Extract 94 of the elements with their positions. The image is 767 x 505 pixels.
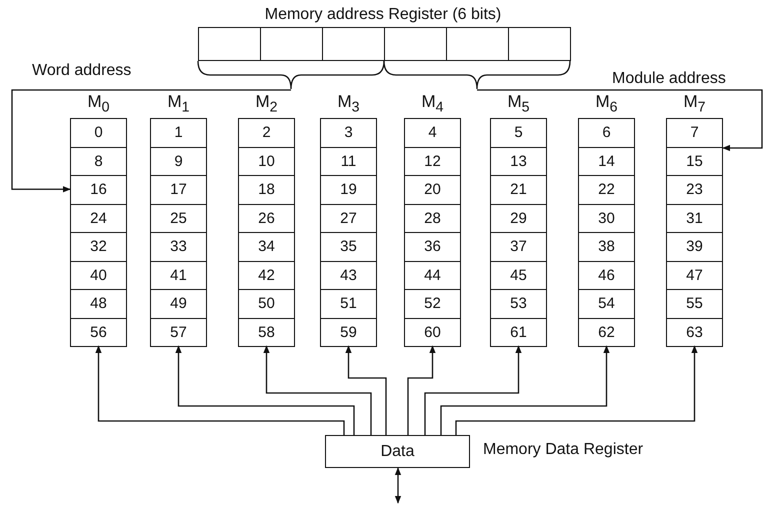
memory-word-cell: 42 [238,260,295,290]
memory-word-cell: 8 [70,146,127,176]
memory-word-cell: 10 [238,146,295,176]
memory-word-cell: 19 [320,175,377,205]
memory-word-cell: 37 [490,232,547,262]
memory-word-cell: 62 [578,318,635,348]
memory-word-cell: 44 [404,260,461,290]
arrow [345,345,387,435]
module-label: M$_{3}$ [336,92,361,118]
arrow [394,467,402,504]
arrow [477,89,763,152]
memory-word-cell: 28 [404,204,461,234]
register-bit-cell [260,27,323,61]
memory-word-cell: 41 [150,260,207,290]
memory-word-cell: 48 [70,289,127,319]
memory-word-cell: 47 [666,260,723,290]
memory-word-cell: 45 [490,260,547,290]
memory-word-cell: 61 [490,318,547,348]
data-register-box: Data [325,435,470,468]
arrow [407,345,436,435]
memory-word-cell: 34 [238,232,295,262]
memory-word-cell: 11 [320,146,377,176]
arrow [440,345,610,435]
memory-word-cell: 1 [150,118,207,148]
memory-word-cell: 53 [490,289,547,319]
memory-word-cell: 49 [150,289,207,319]
memory-word-cell: 54 [578,289,635,319]
memory-word-cell: 12 [404,146,461,176]
memory-word-cell: 5 [490,118,547,148]
memory-word-cell: 30 [578,204,635,234]
register-bit-cell [384,27,447,61]
memory-word-cell: 43 [320,260,377,290]
arrow [11,89,291,192]
memory-word-cell: 33 [150,232,207,262]
memory-word-cell: 25 [150,204,207,234]
arrow [455,345,698,435]
memory-word-cell: 52 [404,289,461,319]
arrow [263,345,372,435]
memory-word-cell: 58 [238,318,295,348]
memory-word-cell: 38 [578,232,635,262]
memory-word-cell: 14 [578,146,635,176]
arrow [95,345,345,435]
memory-word-cell: 63 [666,318,723,348]
arrow [175,345,355,435]
memory-word-cell: 7 [666,118,723,148]
memory-word-cell: 50 [238,289,295,319]
module-label: M$_{5}$ [506,92,531,118]
memory-word-cell: 39 [666,232,723,262]
memory-word-cell: 60 [404,318,461,348]
memory-word-cell: 16 [70,175,127,205]
register-bit-cell [322,27,385,61]
memory-word-cell: 21 [490,175,547,205]
memory-word-cell: 24 [70,204,127,234]
memory-word-cell: 55 [666,289,723,319]
register-label: Memory address Register (6 bits) [264,6,502,24]
memory-word-cell: 27 [320,204,377,234]
arrow [424,345,522,435]
memory-word-cell: 57 [150,318,207,348]
memory-word-cell: 20 [404,175,461,205]
memory-word-cell: 6 [578,118,635,148]
register-bit-cell [198,27,261,61]
memory-word-cell: 32 [70,232,127,262]
module-label: M$_{1}$ [166,92,191,118]
register-bit-cell [508,27,571,61]
module-label: M$_{2}$ [254,92,279,118]
address-label: Module address [612,70,726,88]
memory-word-cell: 22 [578,175,635,205]
memory-word-cell: 15 [666,146,723,176]
module-label: M$_{4}$ [420,92,445,118]
memory-word-cell: 17 [150,175,207,205]
module-label: M$_{0}$ [86,92,111,118]
memory-word-cell: 23 [666,175,723,205]
memory-word-cell: 3 [320,118,377,148]
memory-word-cell: 9 [150,146,207,176]
memory-word-cell: 13 [490,146,547,176]
memory-word-cell: 51 [320,289,377,319]
register-bit-cell [446,27,509,61]
memory-word-cell: 29 [490,204,547,234]
memory-word-cell: 56 [70,318,127,348]
memory-word-cell: 46 [578,260,635,290]
memory-word-cell: 40 [70,260,127,290]
memory-word-cell: 0 [70,118,127,148]
register-caption: Memory Data Register [483,441,644,459]
address-label: Word address [32,62,132,80]
memory-word-cell: 36 [404,232,461,262]
memory-word-cell: 59 [320,318,377,348]
module-label: M$_{6}$ [594,92,619,118]
memory-word-cell: 35 [320,232,377,262]
memory-word-cell: 4 [404,118,461,148]
memory-word-cell: 18 [238,175,295,205]
memory-word-cell: 31 [666,204,723,234]
memory-word-cell: 2 [238,118,295,148]
module-label: M$_{7}$ [682,92,707,118]
memory-word-cell: 26 [238,204,295,234]
